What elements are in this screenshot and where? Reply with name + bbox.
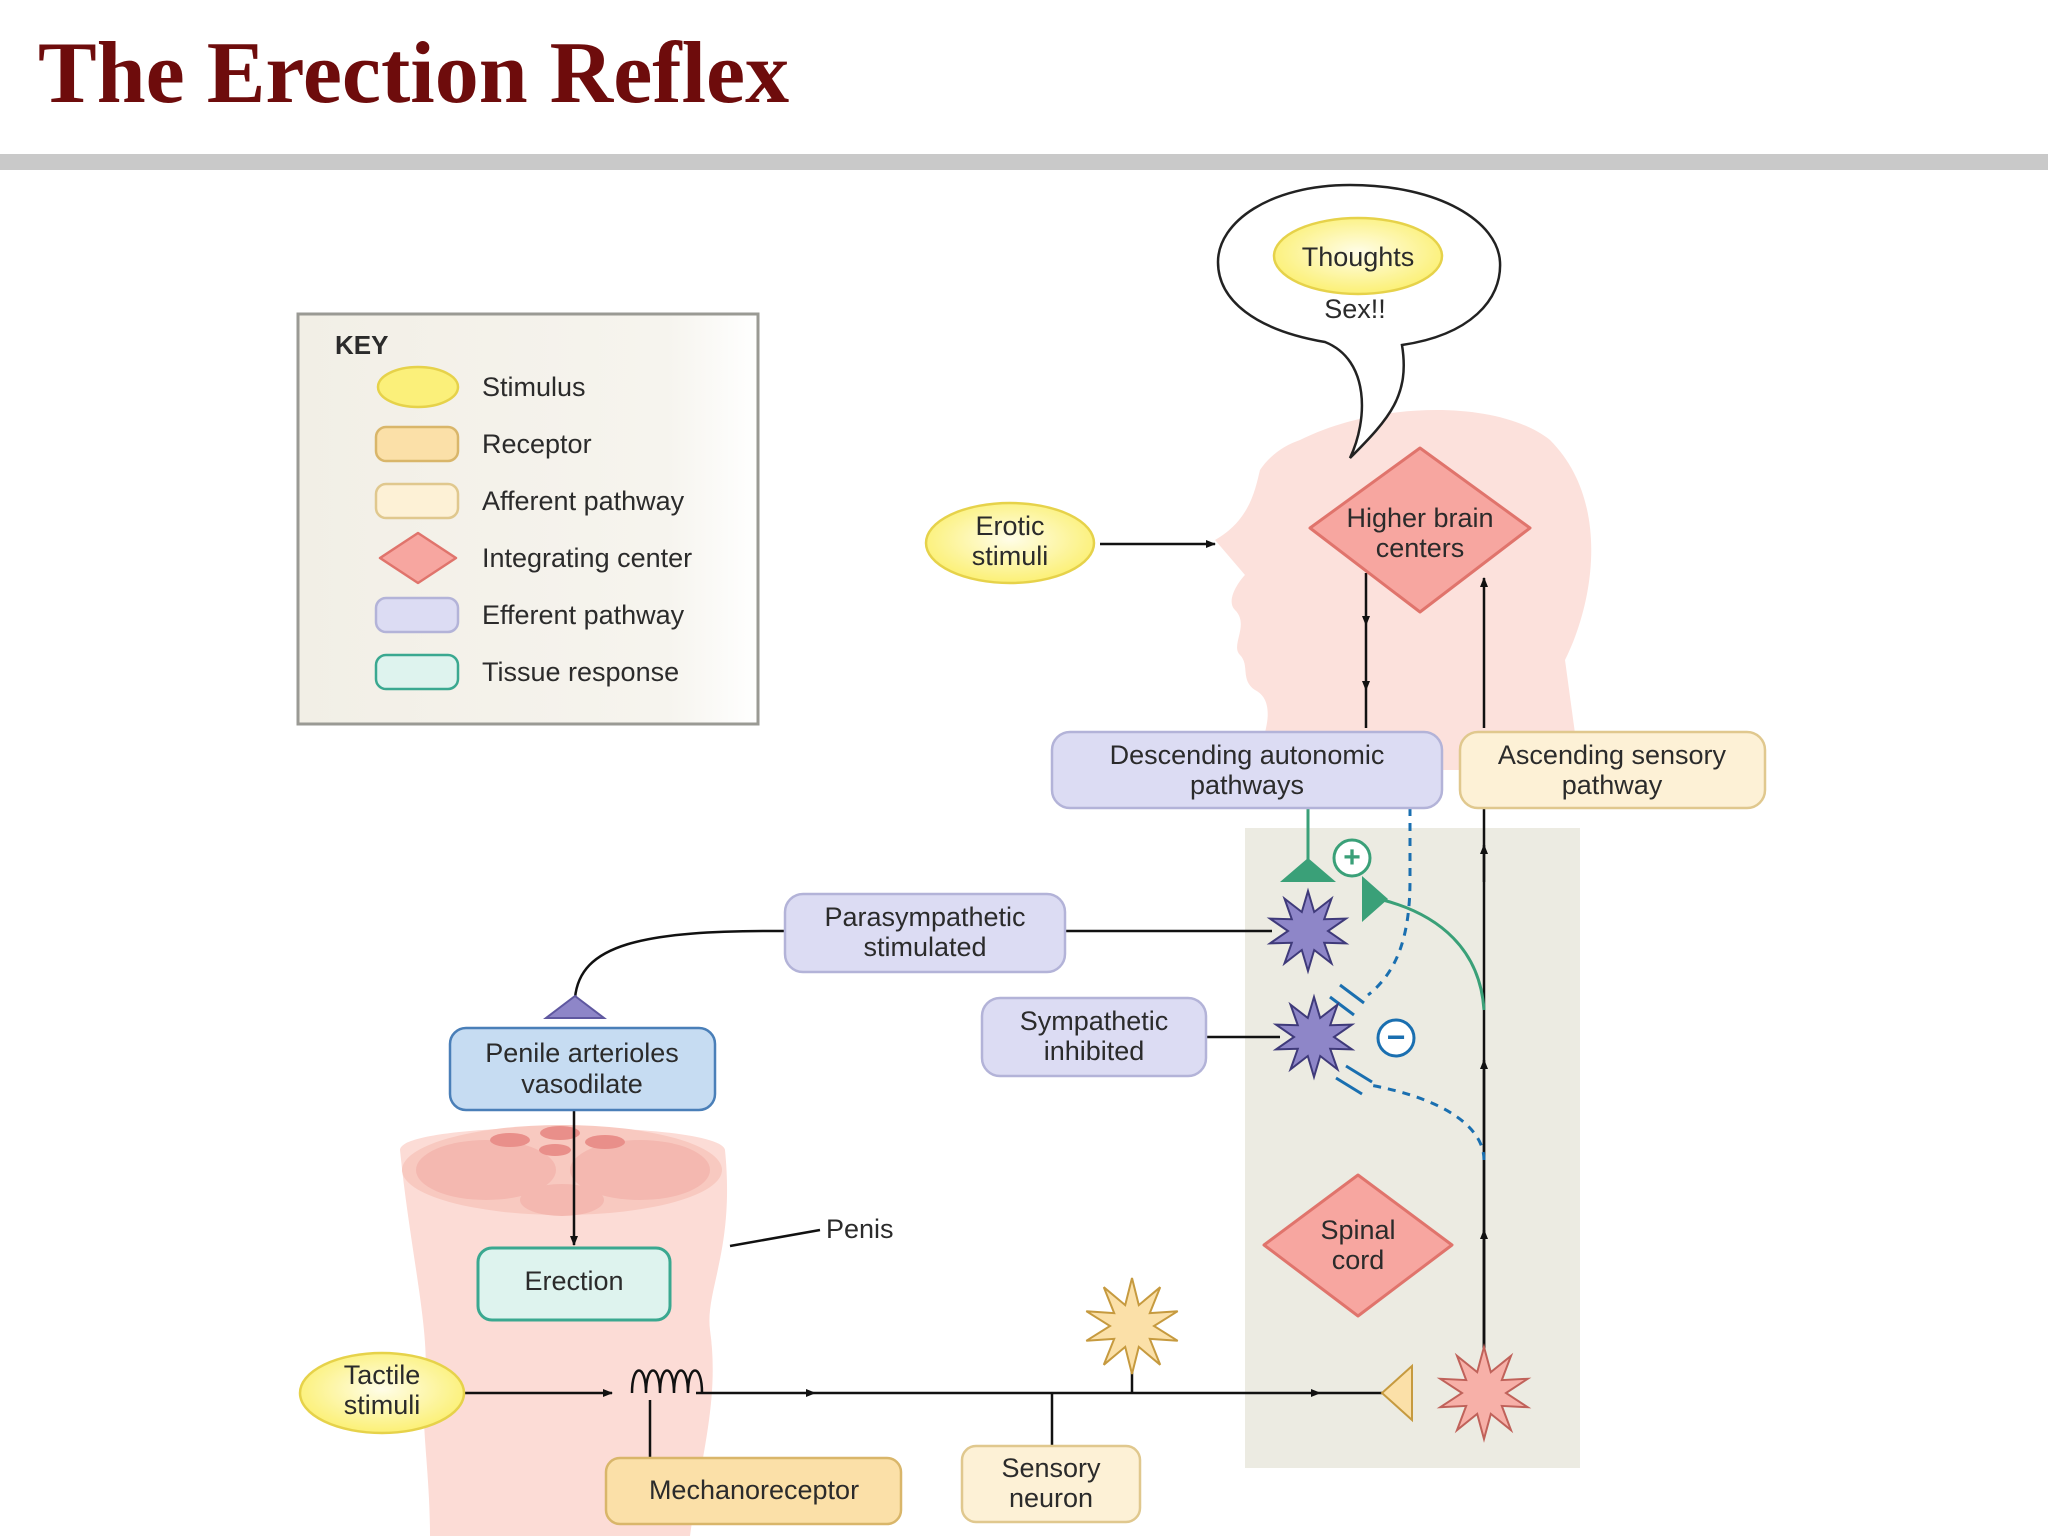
legend-swatch xyxy=(374,653,460,691)
tactile-stimuli-node xyxy=(298,1351,466,1435)
legend-label: Tissue response xyxy=(482,657,679,687)
legend-item: Stimulus xyxy=(376,365,586,409)
descending-autonomic-node xyxy=(1050,730,1444,810)
legend-item: Afferent pathway xyxy=(374,482,685,520)
higher-brain-label-line1: Higher brain xyxy=(1346,503,1493,533)
spinal-label-line2: cord xyxy=(1332,1245,1385,1275)
sensory-neuron-label-line1: Sensory xyxy=(1001,1453,1101,1483)
sensory-terminal xyxy=(1380,1363,1413,1423)
penile-label-line1: Penile arterioles xyxy=(485,1038,679,1068)
penile-label-line2: vasodilate xyxy=(521,1069,643,1099)
neurons xyxy=(1085,887,1532,1443)
spinal-label-line1: Spinal xyxy=(1320,1215,1395,1245)
higher-brain-label-line2: centers xyxy=(1376,533,1465,563)
descending-label-line2: pathways xyxy=(1190,770,1304,800)
parasympathetic-label-line1: Parasympathetic xyxy=(824,902,1025,932)
legend-label: Receptor xyxy=(482,429,592,459)
ascending-label-line1: Ascending sensory xyxy=(1498,740,1727,770)
excitatory-terminal-side xyxy=(1362,876,1388,922)
erection-node xyxy=(476,1246,672,1322)
sex-label: Sex!! xyxy=(1324,294,1386,324)
ascending-sensory-node xyxy=(1458,730,1767,810)
legend-label: Stimulus xyxy=(482,372,586,402)
penis-illustration xyxy=(400,1125,728,1536)
inhibitory-path xyxy=(1367,808,1486,1161)
penis-label: Penis xyxy=(826,1214,894,1244)
erection-label: Erection xyxy=(524,1266,623,1296)
erotic-stimuli-node xyxy=(924,501,1096,585)
legend-swatch xyxy=(378,531,458,585)
ascending-label-line2: pathway xyxy=(1562,770,1663,800)
parasympathetic-label-line2: stimulated xyxy=(863,932,986,962)
mechanoreceptor-label: Mechanoreceptor xyxy=(649,1475,859,1505)
legend-label: Afferent pathway xyxy=(482,486,685,516)
legend-box xyxy=(296,312,760,726)
erotic-label-line1: Erotic xyxy=(975,511,1044,541)
legend-item: Tissue response xyxy=(374,653,679,691)
penile-arterioles-node xyxy=(448,1026,717,1112)
inhibitory-synapses xyxy=(1329,983,1373,1096)
page-title: The Erection Reflex xyxy=(38,25,790,122)
parasympathetic-neuron-icon xyxy=(1266,887,1350,975)
legend-item: Receptor xyxy=(374,425,592,463)
legend-label: Efferent pathway xyxy=(482,600,685,630)
higher-brain-centers-node xyxy=(1308,446,1532,614)
parasym-to-penile-curve xyxy=(573,929,786,999)
excitatory-terminal-top xyxy=(1280,858,1336,882)
spinal-cord-node xyxy=(1262,1173,1454,1318)
spinal-integrating-neuron-icon xyxy=(1436,1343,1532,1443)
tactile-label-line1: Tactile xyxy=(344,1360,421,1390)
legend-swatch xyxy=(374,482,460,520)
sensory-neuron-node xyxy=(960,1444,1142,1524)
sympathetic-neuron-icon xyxy=(1272,993,1356,1081)
legend-label: Integrating center xyxy=(482,543,692,573)
mechanoreceptor-node xyxy=(604,1456,903,1526)
plus-sign-icon xyxy=(1332,838,1372,878)
excitatory-path xyxy=(1306,808,1486,1011)
legend-swatch xyxy=(374,596,460,634)
descending-label-line1: Descending autonomic xyxy=(1110,740,1385,770)
sympathetic-label-line2: inhibited xyxy=(1044,1036,1145,1066)
title-divider xyxy=(0,154,2048,170)
sensory-neuron-label-line2: neuron xyxy=(1009,1483,1093,1513)
legend-swatch xyxy=(374,425,460,463)
legend-item: Integrating center xyxy=(378,531,692,585)
thoughts-label: Thoughts xyxy=(1302,242,1415,272)
minus-sign-label: − xyxy=(1387,1019,1406,1055)
plus-sign-label: + xyxy=(1343,841,1361,874)
sympathetic-label-line1: Sympathetic xyxy=(1020,1006,1169,1036)
thoughts-stimulus xyxy=(1272,216,1444,296)
minus-sign-icon xyxy=(1376,1018,1416,1058)
penis-pointer-line xyxy=(729,1228,821,1248)
legend-heading: KEY xyxy=(335,330,388,360)
erotic-label-line2: stimuli xyxy=(972,541,1049,571)
legend-item: Efferent pathway xyxy=(374,596,685,634)
sympathetic-node xyxy=(980,996,1208,1078)
penile-terminal xyxy=(543,994,607,1019)
parasympathetic-node xyxy=(783,892,1067,974)
sensory-neuron-cell-icon xyxy=(1085,1277,1179,1375)
mechanoreceptor-coil xyxy=(630,1369,704,1394)
legend-swatch xyxy=(376,365,460,409)
tactile-label-line2: stimuli xyxy=(344,1390,421,1420)
